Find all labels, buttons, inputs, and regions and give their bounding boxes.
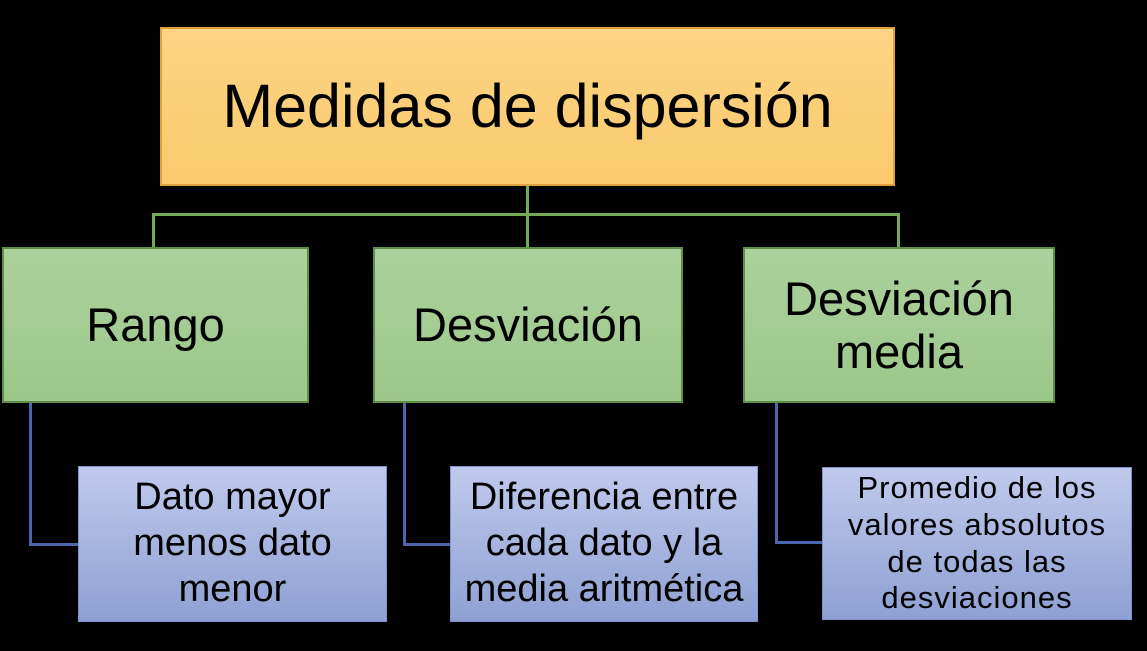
node-desviacion-media: Desviación media <box>743 247 1055 403</box>
connector-drop-rango <box>152 213 155 248</box>
node-desviacion-label: Desviación <box>413 298 643 352</box>
desviacion-definition-text: Diferencia entre cada dato y la media ar… <box>464 476 744 610</box>
connector-elbow-rango-vertical <box>29 403 32 546</box>
connector-elbow-desviacion-media-vertical <box>775 403 778 544</box>
connector-title-stem <box>526 186 529 215</box>
node-rango-definition: Dato mayor menos dato menor <box>78 466 387 622</box>
rango-definition-text: Dato mayor menos dato menor <box>133 476 332 610</box>
node-desviacion-media-definition: Promedio de los valores absolutos de tod… <box>822 467 1132 620</box>
node-desviacion-definition: Diferencia entre cada dato y la media ar… <box>450 466 758 622</box>
node-desviacion: Desviación <box>373 247 683 403</box>
connector-drop-desviacion-media <box>897 213 900 248</box>
connector-elbow-rango-horizontal <box>29 543 78 546</box>
node-rango: Rango <box>2 247 309 403</box>
node-medidas-de-dispersion: Medidas de dispersión <box>160 27 895 186</box>
connector-elbow-desviacion-vertical <box>403 403 406 546</box>
connector-drop-desviacion <box>526 213 529 248</box>
desviacion-media-definition-text: Promedio de los valores absolutos de tod… <box>847 469 1107 616</box>
node-rango-label: Rango <box>86 298 225 352</box>
node-desviacion-media-label: Desviación media <box>784 271 1014 378</box>
title-label: Medidas de dispersión <box>222 71 833 140</box>
connector-elbow-desviacion-media-horizontal <box>775 541 822 544</box>
connector-elbow-desviacion-horizontal <box>403 543 450 546</box>
